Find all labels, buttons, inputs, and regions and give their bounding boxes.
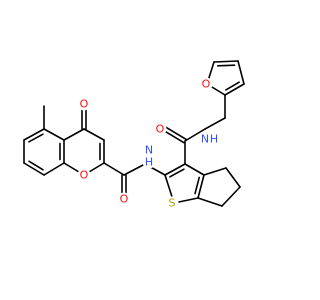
h-amide-1-atom-label: H [145, 156, 153, 169]
o-furan-atom-label: O [202, 78, 211, 91]
bond-line [165, 126, 187, 141]
o-amide-1-atom-label: O [120, 193, 129, 206]
bond-line [83, 128, 105, 141]
bond-line [194, 176, 201, 195]
bond-line [163, 129, 185, 144]
bond-line [237, 60, 245, 85]
bond-line [28, 133, 44, 143]
s-thiophene-label-background [165, 196, 179, 210]
bond-line [216, 64, 236, 67]
s-thiophene-atom-label: S [169, 197, 176, 210]
bond-line [197, 174, 205, 199]
bond-line [224, 83, 245, 96]
bond-line [203, 167, 227, 176]
h-amide-2-label-background [207, 132, 221, 146]
o-amide-2-atom-label: O [156, 123, 165, 136]
o-ketone-label-background [77, 97, 91, 111]
bond-line [63, 128, 85, 141]
o-ketone-atom-label: O [80, 98, 89, 111]
bond-line [204, 117, 226, 130]
bond-line [225, 81, 240, 91]
nh-amide-2-label-background [198, 132, 212, 146]
nh-amide-2-atom-label: N [201, 133, 209, 146]
h-amide-2-atom-label: H [210, 133, 218, 146]
bond-line [43, 162, 65, 176]
nh-amide-1-atom-label: N [145, 144, 153, 157]
bond-line [197, 197, 223, 207]
bond-line [169, 168, 185, 178]
bond-line [28, 160, 44, 171]
bond-line [23, 162, 45, 176]
o-chromone-ring-label-background [77, 168, 91, 182]
o-chromone-ring-atom-label: O [80, 169, 89, 182]
o-furan-label-background [199, 77, 213, 91]
bond-line [184, 163, 205, 176]
bond-line [123, 163, 146, 176]
bond-line [184, 128, 206, 142]
bond-line [103, 162, 125, 176]
bond-line [23, 128, 45, 141]
nh-amide-1-label-background [142, 143, 156, 157]
bond-line [225, 167, 241, 188]
bond-line [164, 163, 186, 176]
bond-layer [23, 60, 245, 207]
h-amide-1-label-background [142, 155, 156, 169]
o-amide-2-label-background [153, 122, 167, 136]
bond-line [213, 60, 239, 63]
bond-line [221, 186, 241, 207]
bond-line [43, 128, 65, 141]
o-amide-1-label-background [117, 192, 131, 206]
